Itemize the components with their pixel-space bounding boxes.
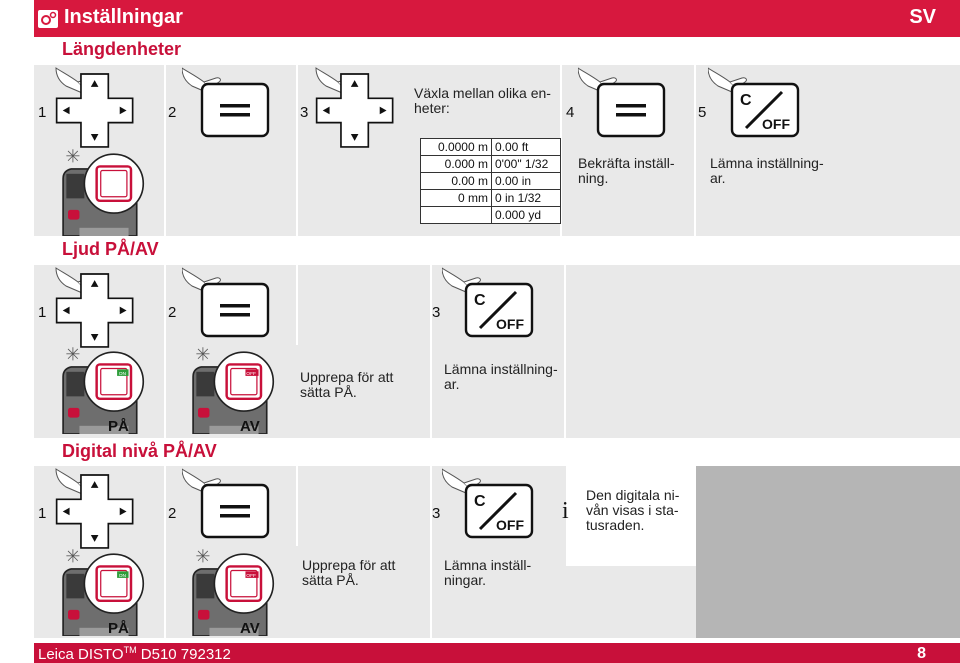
header-bar xyxy=(34,0,960,37)
device-display-icon xyxy=(61,148,145,236)
leave-text: Lämna inställ- ningar. xyxy=(444,557,532,588)
step-number: 2 xyxy=(168,104,177,121)
step-number: 1 xyxy=(38,104,47,121)
svg-text:OFF: OFF xyxy=(762,116,790,132)
section-title-level: Digital nivå PÅ/AV xyxy=(62,441,217,461)
leave-text: Lämna inställning- ar. xyxy=(444,361,558,392)
equals-button-icon xyxy=(182,67,270,138)
step-number: 5 xyxy=(698,104,707,121)
off-label: AV xyxy=(240,620,260,637)
svg-text:ON: ON xyxy=(119,573,127,579)
footer-product: Leica DISTOTM D510 792312 xyxy=(38,645,231,663)
equals-button-icon xyxy=(182,267,270,338)
table-row: 0.000 yd xyxy=(420,206,561,224)
off-label: AV xyxy=(240,418,260,435)
step-number: 2 xyxy=(168,304,177,321)
device-level-on-icon: ON xyxy=(61,548,145,636)
leave-text: Lämna inställning- ar. xyxy=(710,155,824,186)
equals-button-icon xyxy=(182,468,270,539)
dpad-icon xyxy=(55,267,134,348)
info-text: Den digitala ni- vån visas i sta- tusrad… xyxy=(586,487,680,533)
device-sound-off-icon: OFF xyxy=(191,346,275,434)
on-label: PÅ xyxy=(108,418,129,435)
info-panel xyxy=(566,466,696,566)
clear-off-button-icon: C OFF xyxy=(442,267,534,338)
section-title-length: Längdenheter xyxy=(62,39,182,59)
step-number: 3 xyxy=(432,304,441,321)
equals-button-icon xyxy=(578,67,666,138)
language-code: SV xyxy=(909,6,936,28)
repeat-text: Upprepa för att sätta PÅ. xyxy=(300,369,394,400)
settings-gear-icon xyxy=(38,10,58,28)
svg-text:C: C xyxy=(740,92,752,109)
step-number: 3 xyxy=(432,505,441,522)
dpad-icon xyxy=(55,67,134,148)
confirm-text: Bekräfta inställ- ning. xyxy=(578,155,675,186)
clear-off-button-icon: C OFF xyxy=(708,67,800,138)
device-sound-on-icon: ON xyxy=(61,346,145,434)
page-number: 8 xyxy=(917,645,926,662)
svg-text:OFF: OFF xyxy=(246,573,256,579)
svg-text:ON: ON xyxy=(119,371,127,377)
svg-text:C: C xyxy=(474,493,486,510)
section-title-sound: Ljud PÅ/AV xyxy=(62,239,159,259)
info-icon: i xyxy=(562,498,569,524)
device-level-off-icon: OFF xyxy=(191,548,275,636)
info-box xyxy=(696,466,960,638)
step-number: 3 xyxy=(300,104,309,121)
dpad-icon xyxy=(315,67,394,148)
repeat-text: Upprepa för att sätta PÅ. xyxy=(302,557,396,588)
step-number: 1 xyxy=(38,505,47,522)
footer-bar xyxy=(34,643,960,663)
svg-text:OFF: OFF xyxy=(246,371,256,377)
on-label: PÅ xyxy=(108,620,129,637)
step-number: 4 xyxy=(566,104,575,121)
svg-text:OFF: OFF xyxy=(496,517,524,533)
page-title: Inställningar xyxy=(64,6,183,28)
svg-text:OFF: OFF xyxy=(496,316,524,332)
dpad-icon xyxy=(55,468,134,549)
svg-text:C: C xyxy=(474,292,486,309)
length-intro: Växla mellan olika en- heter: xyxy=(414,85,551,116)
step-number: 1 xyxy=(38,304,47,321)
clear-off-button-icon: C OFF xyxy=(442,468,534,539)
step-number: 2 xyxy=(168,505,177,522)
